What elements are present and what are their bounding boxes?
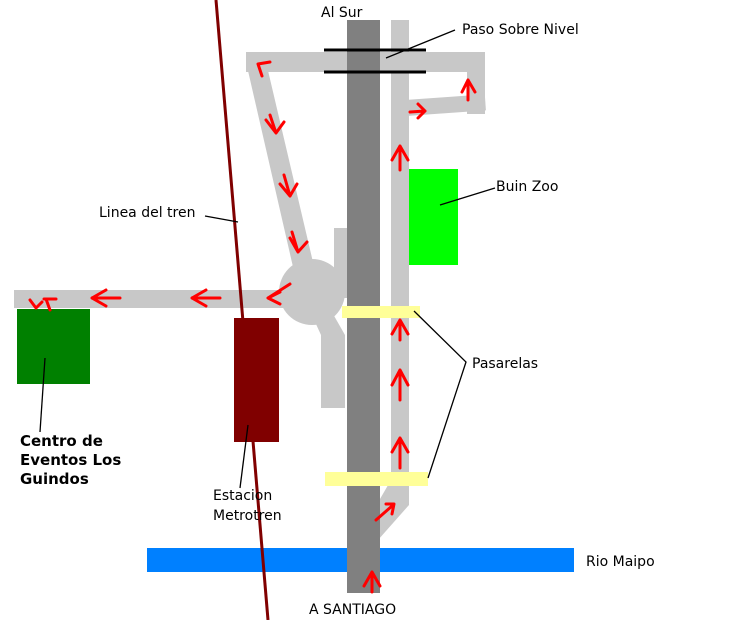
paso-sobre-nivel-overpass <box>324 48 426 74</box>
label-centro-line1: Centro de <box>20 432 103 450</box>
pasarela-upper <box>342 306 420 318</box>
estacion-metrotren-area <box>234 318 279 442</box>
label-buin-zoo: Buin Zoo <box>496 179 558 195</box>
label-linea-del-tren: Linea del tren <box>99 205 195 221</box>
label-centro-line2: Eventos Los <box>20 451 121 469</box>
label-estacion-line1: Estacion <box>213 488 272 504</box>
label-al-sur: Al Sur <box>321 5 363 21</box>
label-pasarelas: Pasarelas <box>472 356 538 372</box>
label-estacion-line2: Metrotren <box>213 508 282 524</box>
label-a-santiago: A SANTIAGO <box>309 602 396 618</box>
label-centro-line3: Guindos <box>20 470 89 488</box>
pasarela-lower <box>325 472 428 486</box>
leader-lines <box>39 29 496 489</box>
label-paso-sobre-nivel: Paso Sobre Nivel <box>462 22 579 38</box>
centro-eventos-area <box>17 309 90 384</box>
railway-line <box>214 0 270 620</box>
buin-zoo-area <box>409 169 458 265</box>
route-arrows <box>28 60 477 594</box>
label-rio-maipo: Rio Maipo <box>586 554 655 570</box>
